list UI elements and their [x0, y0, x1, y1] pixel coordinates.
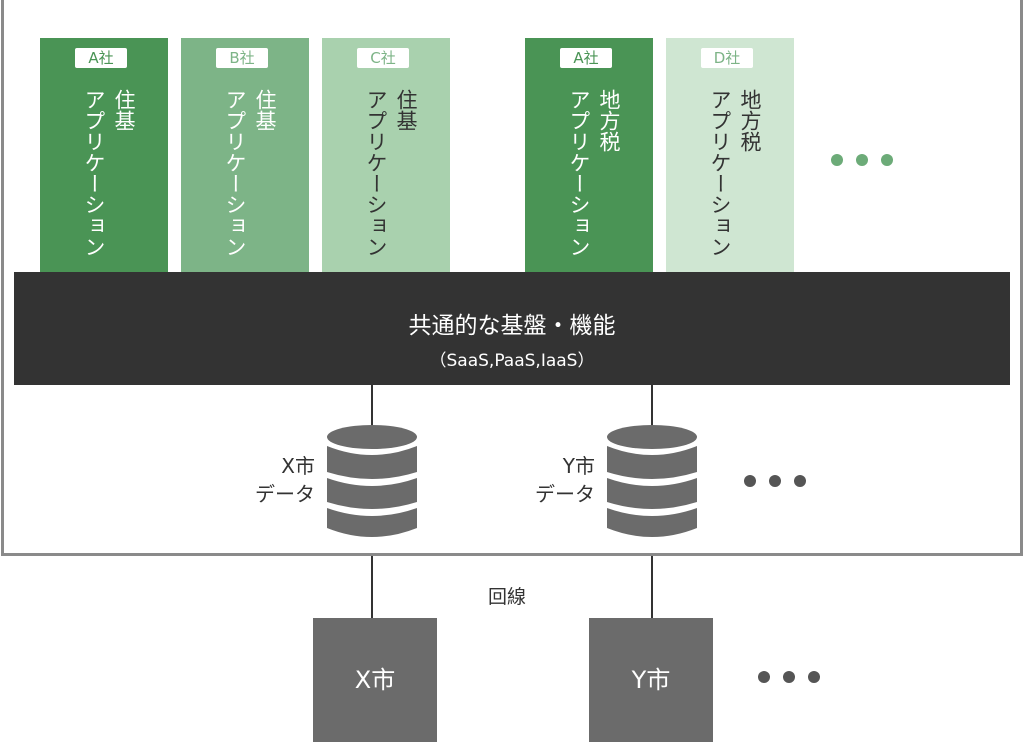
company-badge: A社	[560, 48, 612, 68]
platform-subtitle: （SaaS,PaaS,IaaS）	[429, 351, 595, 371]
y-city-data-label: Y市 データ	[535, 454, 595, 506]
platform-title: 共通的な基盤・機能	[408, 313, 616, 339]
application-column: C社住基 アプリケーション	[322, 38, 450, 272]
connector-line	[371, 385, 373, 430]
application-label: 住基 アプリケーション	[364, 89, 418, 257]
city-x-box: X市	[313, 618, 437, 742]
application-label: 地方税 アプリケーション	[567, 89, 621, 257]
company-badge: A社	[75, 48, 127, 68]
application-column: A社地方税 アプリケーション	[525, 38, 653, 272]
company-badge: B社	[216, 48, 268, 68]
x-city-data-label: X市 データ	[255, 454, 315, 506]
cloud-boundary	[1, 0, 1023, 556]
application-column: A社住基 アプリケーション	[40, 38, 168, 272]
application-label: 住基 アプリケーション	[223, 89, 277, 257]
application-label: 住基 アプリケーション	[82, 89, 136, 257]
network-label: 回線	[488, 586, 527, 608]
network-line	[651, 556, 653, 618]
application-column: D社地方税 アプリケーション	[666, 38, 794, 272]
database-icon	[607, 425, 697, 537]
company-badge: D社	[701, 48, 753, 68]
connector-line	[651, 385, 653, 430]
application-column: B社住基 アプリケーション	[181, 38, 309, 272]
database-icon	[327, 425, 417, 537]
common-platform: 共通的な基盤・機能 （SaaS,PaaS,IaaS）	[14, 272, 1010, 385]
application-label: 地方税 アプリケーション	[708, 89, 762, 257]
network-line	[371, 556, 373, 618]
company-badge: C社	[357, 48, 409, 68]
city-y-box: Y市	[589, 618, 713, 742]
